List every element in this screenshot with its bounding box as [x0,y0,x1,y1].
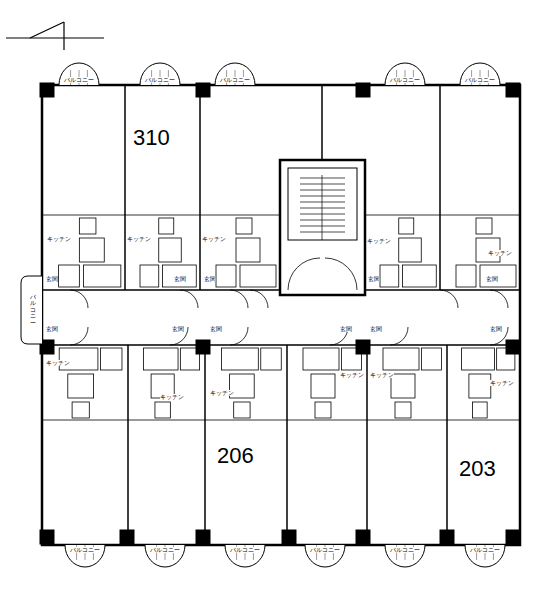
entrance-label: 玄関 [174,276,186,282]
entrance-label: 玄関 [490,326,502,332]
entrance-label: 玄関 [172,326,184,332]
entrance-label: 玄関 [486,276,498,282]
balcony-label: バルコニー [220,77,250,83]
room-number: 310 [133,127,170,149]
kitchen-label: キッチン [47,236,71,242]
kitchen-label: キッチン [210,390,234,396]
kitchen-label: キッチン [367,238,391,244]
entrance-label: 玄関 [370,326,382,332]
balcony: バルコニー [464,545,506,568]
balcony: バルコニー [144,545,186,568]
entrance-label: 玄関 [368,276,380,282]
balcony: バルコニー [64,545,106,568]
balcony: バルコニー [304,545,346,568]
entrance-label: 玄関 [210,326,222,332]
entrance-label: 玄関 [340,326,352,332]
balcony-label: バルコニー [390,547,420,553]
walls [40,83,520,545]
balcony-label: バルコニー [310,547,340,553]
balcony-label: バルコニー [230,547,260,553]
kitchen-label: キッチン [490,380,514,386]
entrance-label: 玄関 [46,276,58,282]
unit-room: 203 [447,420,520,545]
balcony: バルコニー [459,62,501,85]
kitchen-label: キッチン [370,372,394,378]
balcony: バルコニー [384,62,426,85]
kitchen-label: キッチン [160,394,184,400]
balcony: バルコニー [384,545,426,568]
balcony-label: バルコニー [64,77,94,83]
balcony: バルコニー [214,62,256,85]
kitchen-label: キッチン [202,236,226,242]
kitchen-label: キッチン [340,372,364,378]
entrance-label: 玄関 [46,326,58,332]
balcony: バルコニー [224,545,266,568]
balcony-label: バルコニー [390,77,420,83]
balcony-label: バルコニー [70,547,100,553]
kitchen-label: キッチン [488,250,512,256]
balcony: バルコニー [58,62,100,85]
room-number: 206 [217,445,254,467]
balcony-label: バルコニー [465,77,495,83]
balcony-label: バルコニー [150,547,180,553]
balcony: バルコニー [20,275,42,345]
unit-room: 310 [125,85,200,215]
room-number: 203 [459,458,496,480]
unit-room: 206 [205,420,287,545]
balcony: バルコニー [139,62,181,85]
north-arrow [6,22,104,50]
entrance-label: 玄関 [204,276,216,282]
balcony-label: バルコニー [30,294,36,327]
kitchen-label: キッチン [127,236,151,242]
stair-core [280,160,365,295]
balcony-label: バルコニー [470,547,500,553]
balcony-label: バルコニー [145,77,175,83]
kitchen-label: キッチン [46,360,70,366]
